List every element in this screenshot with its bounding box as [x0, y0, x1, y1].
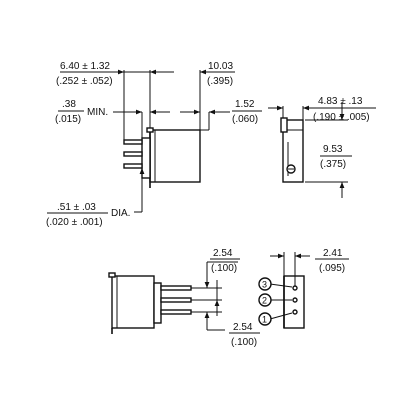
overall-length-mm: 10.03	[208, 61, 233, 72]
pin-collar	[153, 282, 162, 324]
pin-pitch-bot-in: (.100)	[231, 337, 257, 348]
pin-lead	[160, 309, 192, 315]
pin-number-2: 2	[262, 296, 267, 306]
lead-min-label: MIN.	[87, 107, 108, 118]
pin-lead	[123, 139, 143, 145]
trimmer-body	[149, 129, 201, 183]
pin-lead	[160, 297, 192, 303]
pin-pitch-bot-mm: 2.54	[233, 322, 253, 333]
pin-number-1: 1	[262, 315, 267, 325]
side-view-top	[100, 69, 230, 212]
pin-callout	[258, 293, 272, 307]
lead-min-in: (.015)	[55, 114, 81, 125]
lead-min-mm: .38	[62, 99, 76, 110]
pin-dia-mm: .51 ± .03	[57, 202, 96, 213]
height-in: (.375)	[320, 159, 346, 170]
pin-number-3: 3	[262, 280, 267, 290]
pin-callout	[258, 312, 272, 326]
height-mm: 9.53	[323, 144, 343, 155]
pin-lead	[123, 151, 143, 157]
pin-end-view: 3 2 1	[258, 252, 310, 329]
lead-pins	[123, 139, 143, 169]
body-offset-in: (.252 ± .052)	[56, 76, 113, 87]
width-in: (.190 ± .005)	[313, 112, 370, 123]
pin-hole	[292, 285, 298, 291]
pin-hole	[292, 297, 298, 303]
width-mm: 4.83 ± .13	[318, 96, 363, 107]
lead-pins	[160, 285, 192, 315]
end-view	[268, 102, 348, 198]
body-gap-in: (.060)	[232, 114, 258, 125]
trimmer-body	[111, 275, 155, 329]
pin-lead	[160, 285, 192, 291]
pin-lead	[123, 163, 143, 169]
pin-pitch-top-mm: 2.54	[213, 248, 233, 259]
pin-hole	[292, 309, 298, 315]
overall-length-in: (.395)	[207, 76, 233, 87]
body-offset-mm: 6.40 ± 1.32	[60, 61, 110, 72]
end-offset-in: (.095)	[319, 263, 345, 274]
end-offset-mm: 2.41	[323, 248, 343, 259]
pin-callout	[258, 277, 272, 291]
pin-dia-in: (.020 ± .001)	[46, 217, 103, 228]
side-view-bottom	[108, 261, 238, 334]
body-gap-mm: 1.52	[235, 99, 255, 110]
pin-pitch-top-in: (.100)	[211, 263, 237, 274]
pin-dia-label: DIA.	[111, 208, 130, 219]
pin-collar	[141, 137, 151, 179]
